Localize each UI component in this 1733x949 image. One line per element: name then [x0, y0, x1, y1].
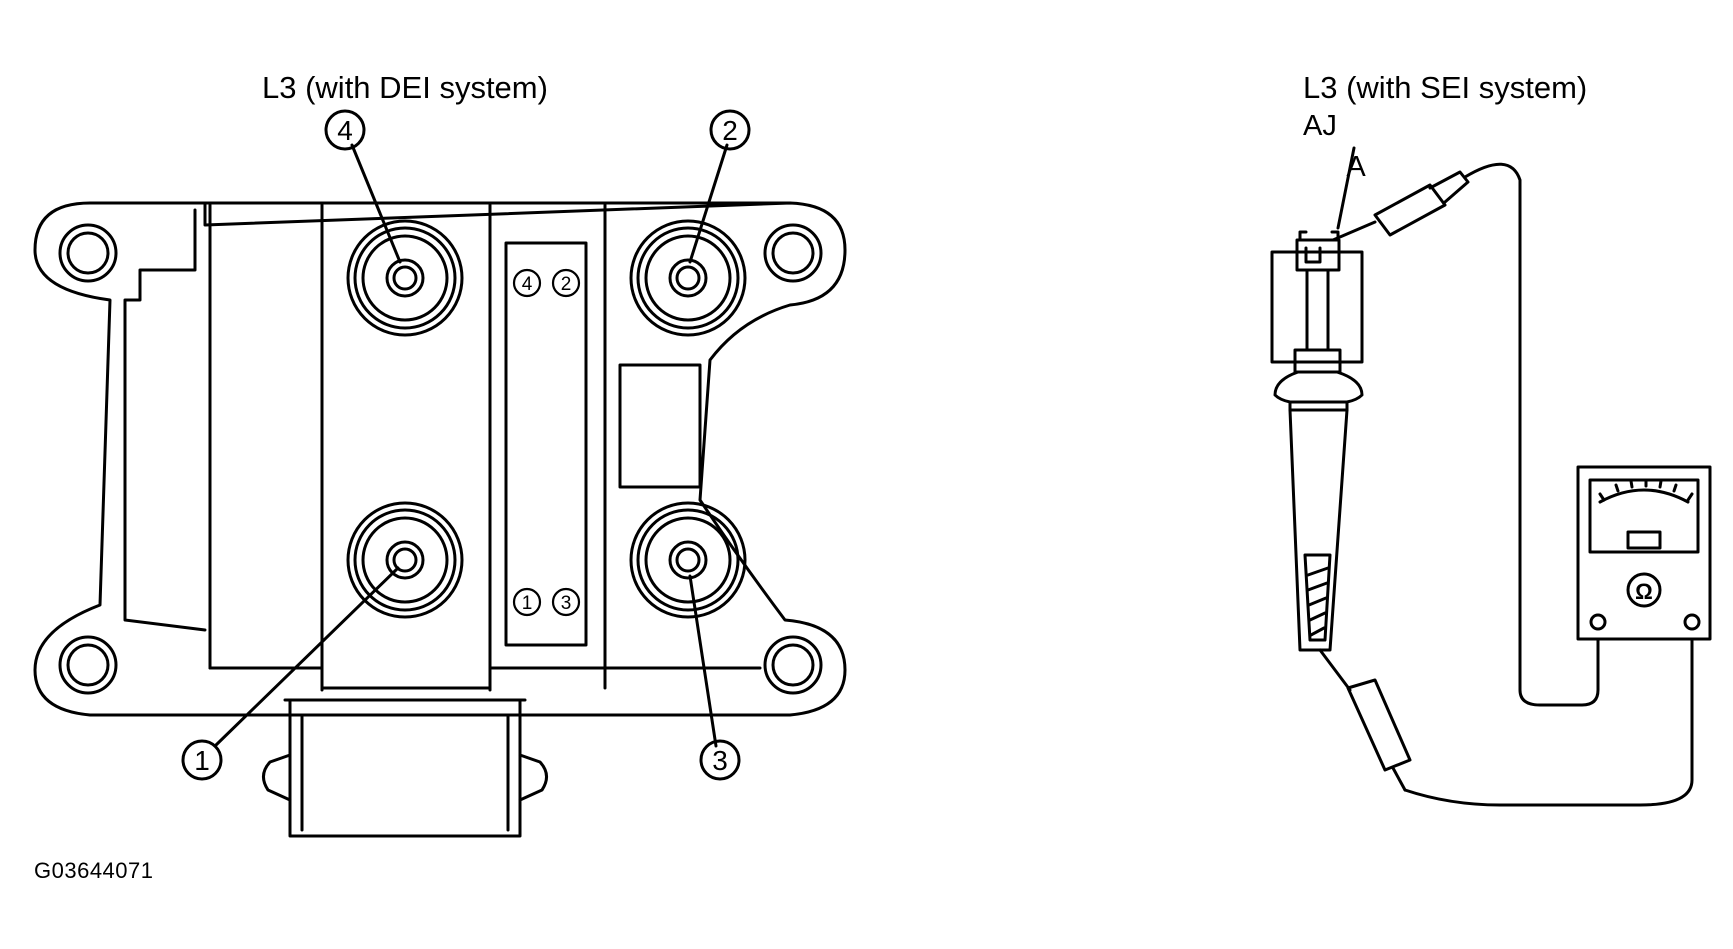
- panel-number-3: 3: [561, 593, 572, 614]
- sei-coil-connector: [1270, 230, 1364, 364]
- callout-circle-2: [709, 109, 751, 151]
- coil-connector: [262, 698, 548, 838]
- meter-lead-bottom: [1403, 638, 1694, 807]
- test-probe-bottom: [1318, 648, 1412, 792]
- callout-number-3: 3: [712, 745, 728, 776]
- mounting-hole-top-left: [58, 223, 118, 283]
- panel-number-4: 4: [522, 274, 533, 295]
- ignition-coil-body: [33, 201, 847, 717]
- sei-diagram-subtitle: AJ: [1303, 110, 1337, 142]
- meter-lead-top: [1463, 162, 1600, 707]
- callout-label-a: A: [1346, 151, 1366, 183]
- coil-terminal-3: [629, 501, 747, 619]
- mounting-hole-bottom-right: [763, 635, 823, 695]
- callout-circle-1: [181, 739, 223, 781]
- panel-circle-2: [551, 268, 581, 298]
- figure-code: G03644071: [34, 858, 154, 883]
- dei-diagram-title: L3 (with DEI system): [262, 70, 548, 105]
- callout-circle-4: [324, 109, 366, 151]
- ohmmeter: [1576, 465, 1712, 641]
- panel-number-1: 1: [522, 593, 533, 614]
- panel-circle-4: [512, 268, 542, 298]
- mounting-hole-bottom-left: [58, 635, 118, 695]
- panel-number-2: 2: [561, 274, 572, 295]
- ohm-symbol-icon: Ω: [1635, 579, 1653, 604]
- coil-terminal-4: [346, 219, 464, 337]
- leader-line-3: [688, 574, 718, 748]
- coil-terminal-1: [346, 501, 464, 619]
- terminal-label-panel: [504, 241, 588, 647]
- sei-coil-body: [1273, 268, 1364, 652]
- leader-line-1: [213, 566, 400, 748]
- leader-line-a: [1336, 146, 1356, 230]
- panel-circle-3: [551, 587, 581, 617]
- callout-number-2: 2: [722, 115, 738, 146]
- leader-line-4: [350, 143, 402, 264]
- callout-number-4: 4: [337, 115, 353, 146]
- callout-number-1: 1: [194, 745, 210, 776]
- leader-line-2: [688, 143, 729, 264]
- callout-circle-3: [699, 739, 741, 781]
- mounting-hole-top-right: [763, 223, 823, 283]
- sei-diagram-title: L3 (with SEI system): [1303, 70, 1588, 105]
- coil-terminal-2: [629, 219, 747, 337]
- panel-circle-1: [512, 587, 542, 617]
